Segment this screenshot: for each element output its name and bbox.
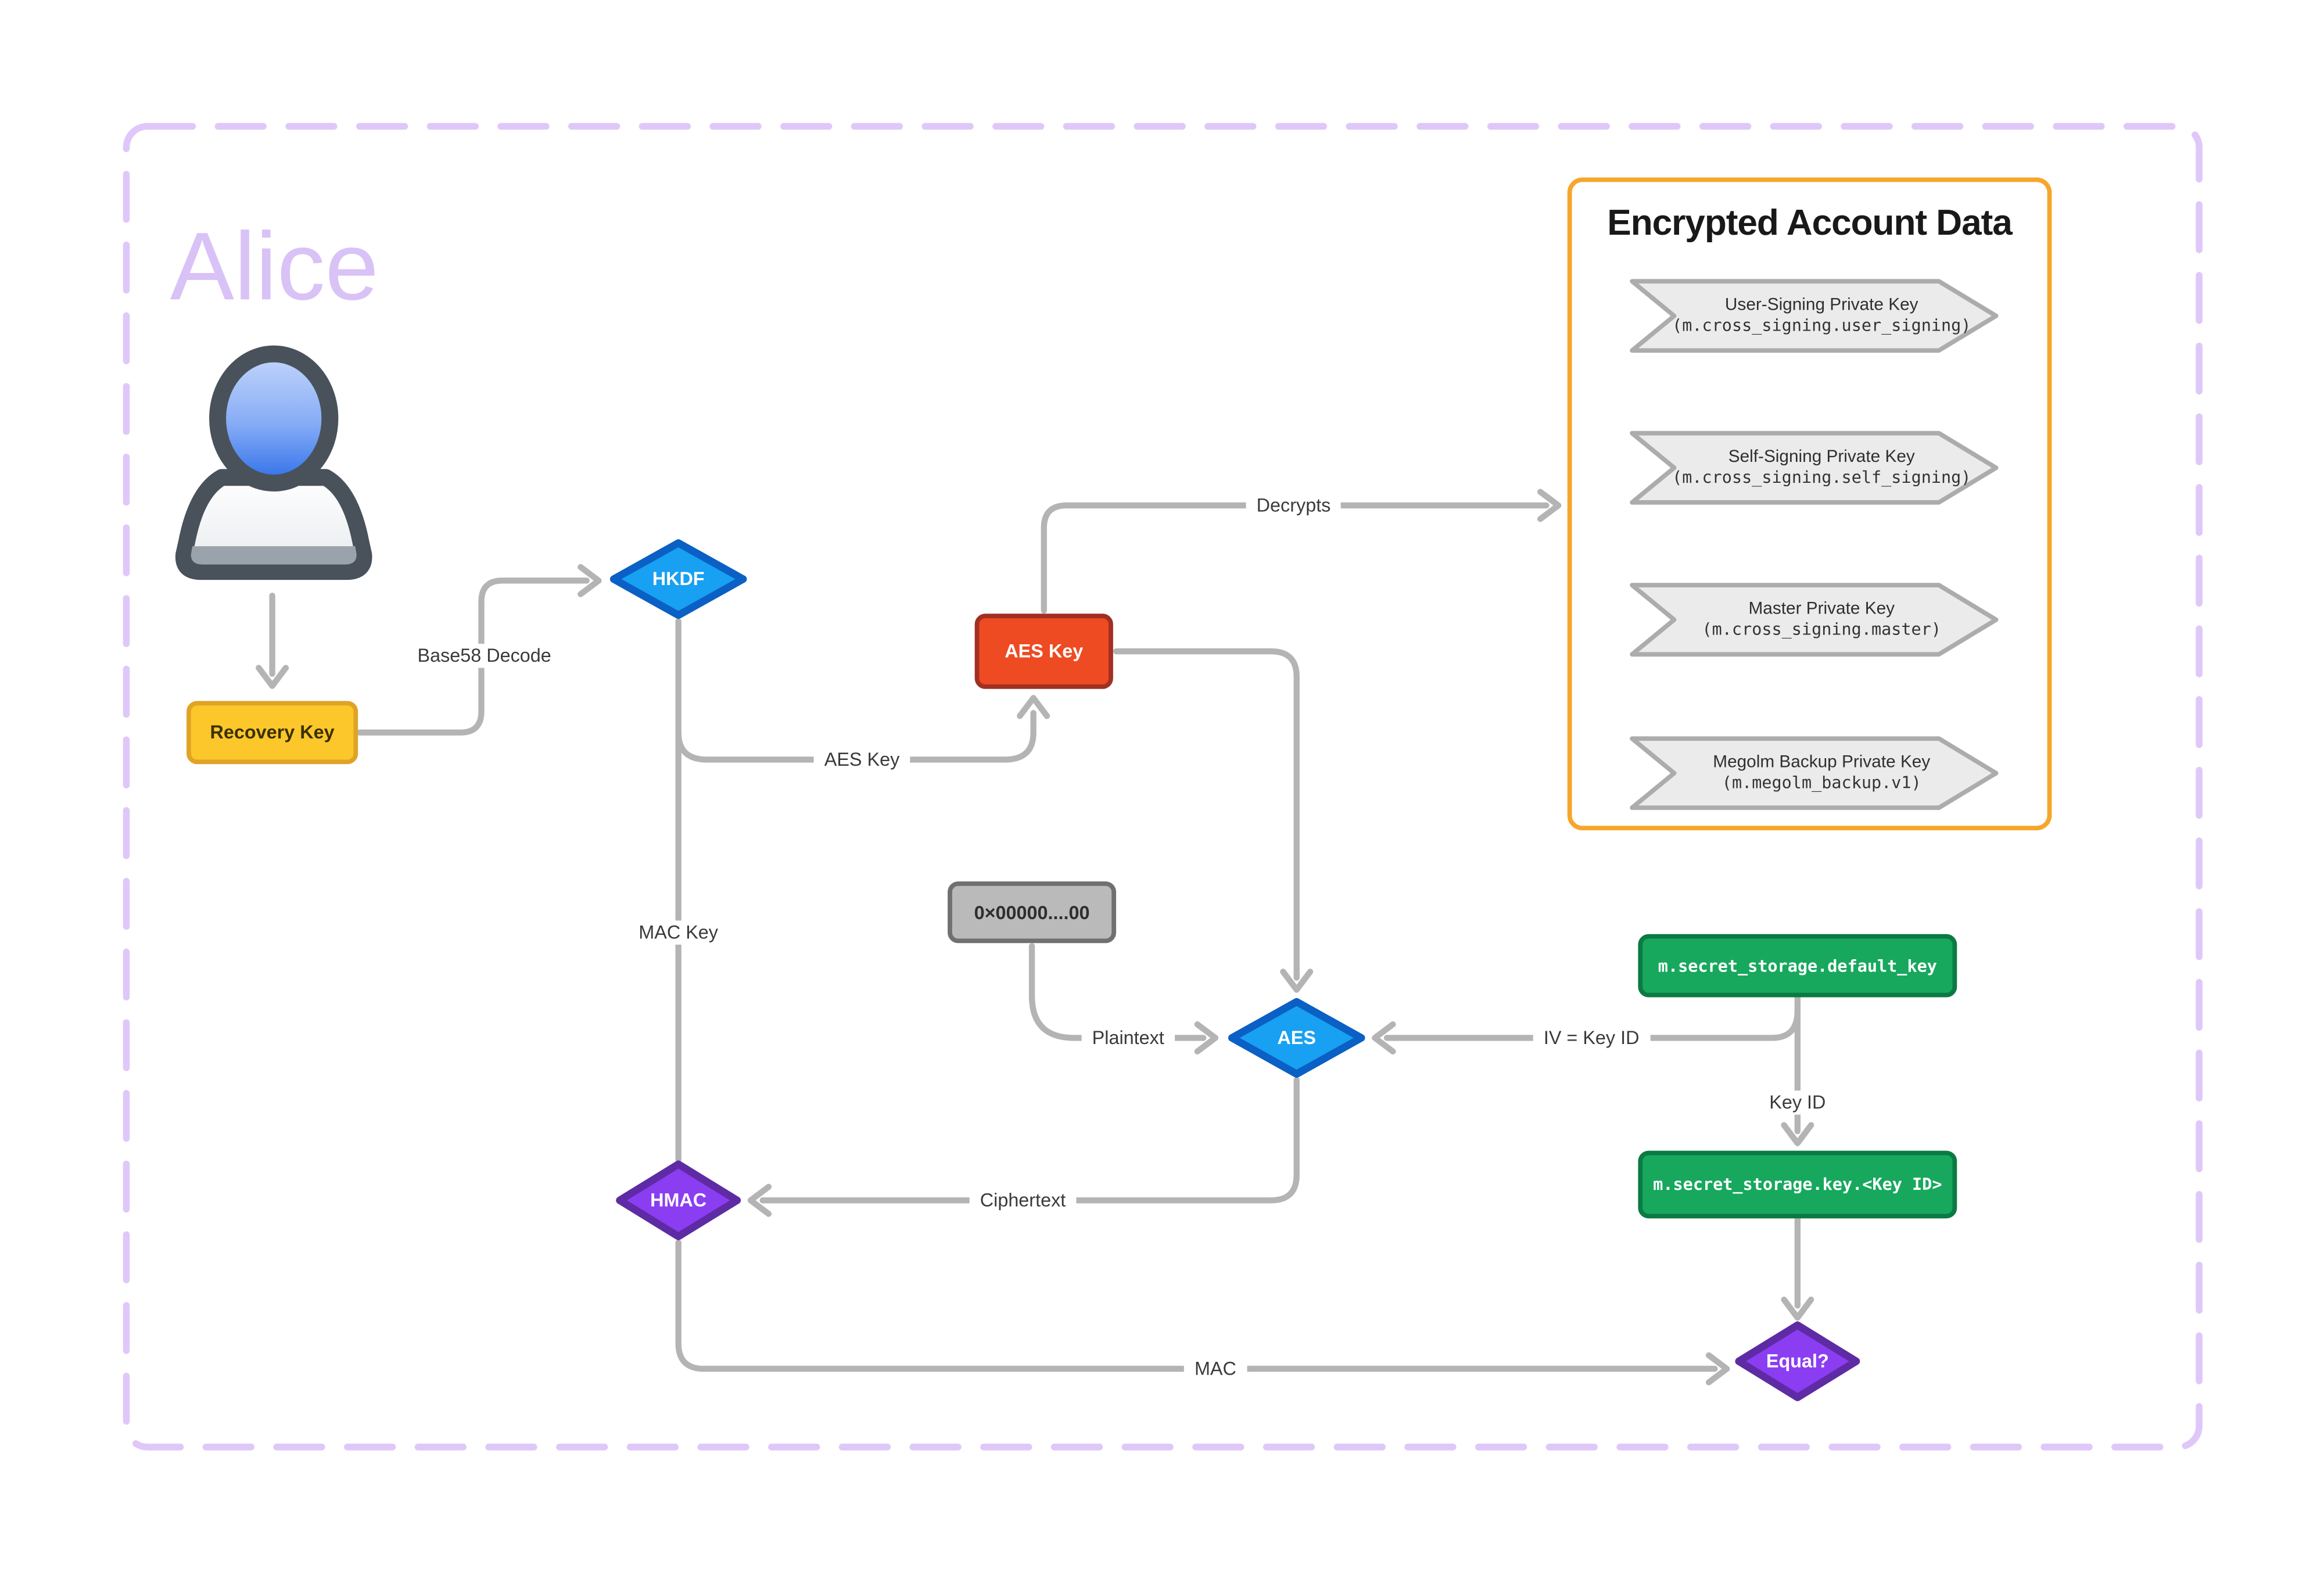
- node-hkdf: HKDF: [606, 537, 751, 621]
- edge-label-mac-key: MAC Key: [628, 920, 729, 945]
- chevron-banner-icon: [1630, 736, 1999, 810]
- node-aes: AES: [1224, 996, 1369, 1080]
- panel-item-user-signing: User-Signing Private Key (m.cross_signin…: [1626, 275, 2002, 357]
- node-aes-key-label: AES Key: [1005, 640, 1084, 662]
- diamond-shape-icon: [609, 539, 747, 619]
- node-default-key: m.secret_storage.default_key: [1638, 934, 1957, 998]
- edge-label-iv-key-id: IV = Key ID: [1533, 1025, 1650, 1050]
- node-recovery-key: Recovery Key: [187, 701, 358, 765]
- node-aes-key: AES Key: [974, 614, 1113, 689]
- panel-item-self-signing: Self-Signing Private Key (m.cross_signin…: [1626, 427, 2002, 508]
- edge-label-plaintext: Plaintext: [1081, 1025, 1175, 1050]
- node-recovery-key-label: Recovery Key: [210, 722, 335, 743]
- edge-label-key-id: Key ID: [1759, 1091, 1837, 1115]
- chevron-banner-icon: [1630, 431, 1999, 505]
- node-equal-label: Equal?: [1766, 1350, 1829, 1372]
- panel-item-label: Self-Signing Private Key: [1728, 448, 1915, 467]
- edge-label-ciphertext: Ciphertext: [969, 1188, 1077, 1213]
- panel-item-code: (m.megolm_backup.v1): [1722, 773, 1921, 793]
- node-hmac-label: HMAC: [650, 1189, 707, 1211]
- node-equal: Equal?: [1731, 1319, 1864, 1404]
- node-zero-iv-label: 0×00000....00: [974, 902, 1090, 923]
- chevron-banner-icon: [1630, 279, 1999, 353]
- diamond-shape-icon: [1228, 998, 1365, 1078]
- edge-label-mac: MAC: [1183, 1357, 1247, 1381]
- panel-title: Encrypted Account Data: [1607, 203, 2013, 244]
- node-hmac: HMAC: [612, 1158, 745, 1243]
- node-hkdf-label: HKDF: [652, 568, 705, 590]
- panel-item-code: (m.cross_signing.master): [1702, 619, 1942, 640]
- node-default-key-label: m.secret_storage.default_key: [1658, 956, 1937, 975]
- edge-label-base58-decode: Base58 Decode: [407, 644, 562, 668]
- user-avatar-icon: [168, 340, 379, 590]
- encrypted-account-data-panel: Encrypted Account Data User-Signing Priv…: [1567, 177, 2052, 831]
- panel-item-code: (m.cross_signing.self_signing): [1672, 468, 1971, 487]
- panel-item-master: Master Private Key (m.cross_signing.mast…: [1626, 579, 2002, 661]
- node-zero-iv: 0×00000....00: [948, 881, 1117, 944]
- actor-title: Alice: [170, 212, 379, 321]
- diamond-shape-icon: [1735, 1321, 1860, 1401]
- panel-item-label: Master Private Key: [1748, 600, 1895, 619]
- node-key-id-box: m.secret_storage.key.<Key ID>: [1638, 1150, 1957, 1219]
- panel-item-label: User-Signing Private Key: [1724, 296, 1918, 315]
- panel-item-label: Megolm Backup Private Key: [1713, 754, 1931, 772]
- panel-item-megolm-backup: Megolm Backup Private Key (m.megolm_back…: [1626, 733, 2002, 814]
- chevron-banner-icon: [1630, 583, 1999, 657]
- edge-label-decrypts: Decrypts: [1246, 493, 1342, 518]
- panel-item-code: (m.cross_signing.user_signing): [1672, 315, 1971, 336]
- node-key-id-box-label: m.secret_storage.key.<Key ID>: [1653, 1175, 1942, 1195]
- diamond-shape-icon: [616, 1160, 741, 1240]
- node-aes-label: AES: [1277, 1027, 1316, 1049]
- edge-label-aes-key: AES Key: [813, 747, 910, 772]
